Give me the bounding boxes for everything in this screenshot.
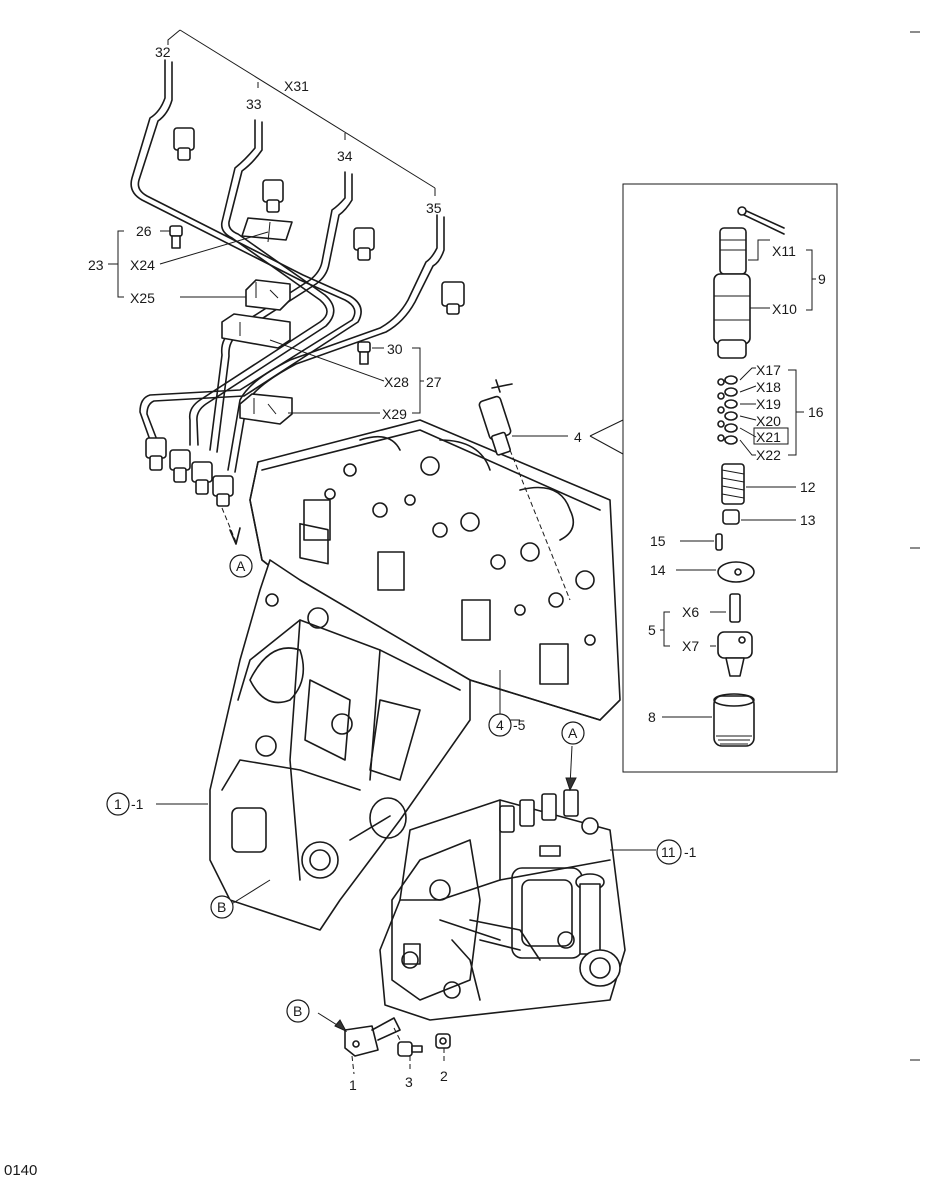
label-nut-2: 2 <box>440 1068 448 1084</box>
label-shim-x19: X19 <box>756 396 781 412</box>
cylinder-head <box>249 419 621 721</box>
label-clamp-x24: X24 <box>130 257 155 273</box>
label-clamp-x28: X28 <box>384 374 409 390</box>
marker-a-pump-label: A <box>568 725 578 741</box>
cylinder-block <box>209 559 471 931</box>
callout-pump <box>610 839 682 865</box>
label-tube-33: 33 <box>246 96 262 112</box>
label-shim-x20: X20 <box>756 413 781 429</box>
label-tube-34: 34 <box>337 148 353 164</box>
label-clamp-x25: X25 <box>130 290 155 306</box>
marker-b-block-label: B <box>217 899 226 915</box>
label-clamp-x29: X29 <box>382 406 407 422</box>
injection-pump <box>379 745 626 1021</box>
page-number: 0140 <box>4 1162 37 1179</box>
label-bracket-1: 1 <box>349 1077 357 1093</box>
label-clamp-bolt-30: 30 <box>387 341 403 357</box>
pump-ref-number: 11 <box>661 844 676 860</box>
head-ref-number: 4 <box>496 717 504 733</box>
label-nozzle-group-5: 5 <box>648 622 656 638</box>
label-pin-15: 15 <box>650 533 666 549</box>
label-clamp-group-23: 23 <box>88 257 104 273</box>
label-injector: 4 <box>574 429 582 445</box>
label-tube-32: 32 <box>155 44 171 60</box>
label-seat-13: 13 <box>800 512 816 528</box>
marker-a-pump <box>561 721 585 745</box>
label-shim-x22: X22 <box>756 447 781 463</box>
label-spacer-14: 14 <box>650 562 666 578</box>
callout-head <box>488 670 520 737</box>
label-shim-x18: X18 <box>756 379 781 395</box>
label-holder-x11: X11 <box>772 243 796 259</box>
label-holder-group-9: 9 <box>818 271 826 287</box>
injector <box>478 379 568 456</box>
label-holder-x10: X10 <box>772 301 797 317</box>
label-spring-12: 12 <box>800 479 816 495</box>
label-needle-x6: X6 <box>682 604 699 620</box>
marker-b-bracket-label: B <box>293 1003 302 1019</box>
injector-detail <box>589 183 838 773</box>
block-ref-suffix: -1 <box>131 796 144 812</box>
pump-ref-suffix: -1 <box>684 844 697 860</box>
label-retaining-nut-8: 8 <box>648 709 656 725</box>
tube-clamps <box>108 217 424 425</box>
marker-b-block <box>210 879 271 919</box>
label-clamp-bolt-26: 26 <box>136 223 152 239</box>
label-shim-group-16: 16 <box>808 404 824 420</box>
label-shim-x21: X21 <box>756 429 781 445</box>
marker-b-bracket <box>286 999 310 1023</box>
label-tube-group: X31 <box>284 78 309 94</box>
label-tube-35: 35 <box>426 200 442 216</box>
head-ref-suffix: -5 <box>513 717 526 733</box>
margin-mark <box>910 31 920 1061</box>
injection-tubes <box>130 29 465 545</box>
label-nozzle-x7: X7 <box>682 638 699 654</box>
label-clamp-group-27: 27 <box>426 374 442 390</box>
block-ref-number: 1 <box>114 796 122 812</box>
label-shim-x17: X17 <box>756 362 781 378</box>
marker-a-left-label: A <box>236 558 246 574</box>
pump-bracket <box>317 1012 451 1075</box>
label-bolt-3: 3 <box>405 1074 413 1090</box>
callout-block <box>106 792 208 816</box>
marker-a-left <box>229 554 253 578</box>
